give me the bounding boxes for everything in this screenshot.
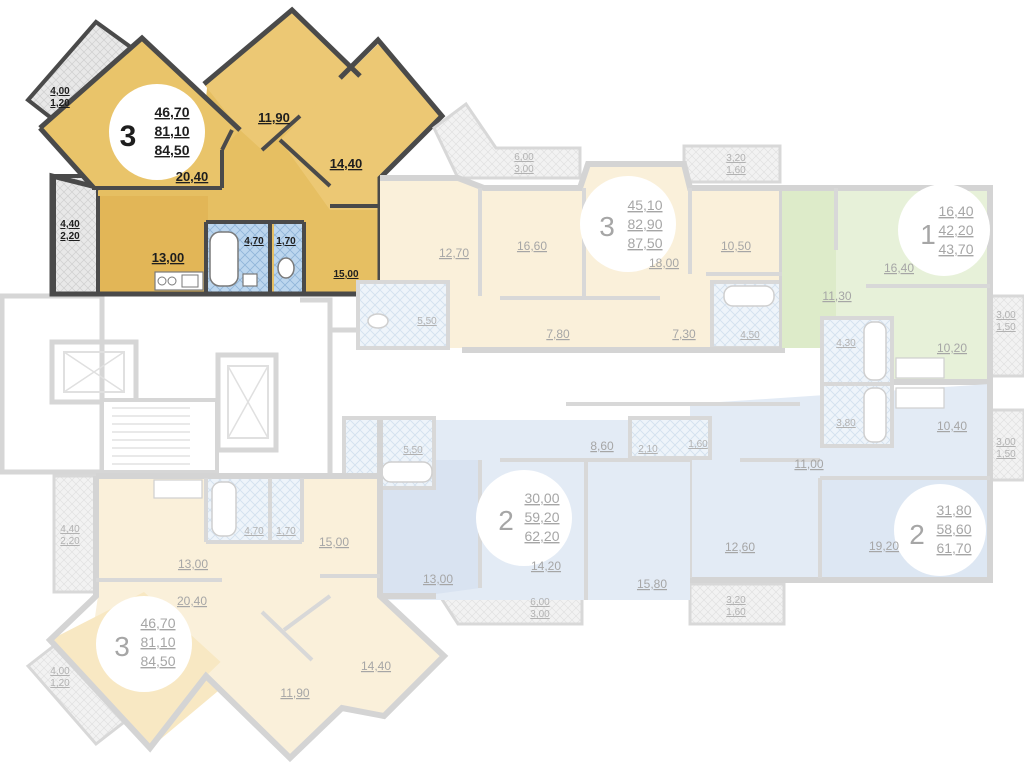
room-area: 15,00 [319, 535, 349, 549]
room-area: 10,50 [721, 239, 751, 253]
room-area: 4,70 [244, 526, 264, 537]
total-area-with-balcony: 84,50 [140, 653, 175, 669]
total-area-with-balcony: 87,50 [627, 235, 662, 251]
badge-top-center: 3 45,10 82,90 87,50 [580, 176, 676, 272]
total-area: 58,60 [936, 521, 971, 537]
room-count: 3 [599, 211, 615, 242]
room-area: 14,40 [330, 156, 363, 171]
room-area: 15,80 [637, 577, 667, 591]
room-area: 11,30 [822, 289, 851, 303]
balcony-area: 6,00 [530, 597, 550, 608]
badge-top-left: 3 46,70 81,10 84,50 [109, 84, 205, 180]
balcony-area: 4,00 [50, 86, 70, 97]
apartment-bottom-left-3room[interactable] [25, 473, 449, 763]
total-area-with-balcony: 62,20 [524, 528, 559, 544]
balcony [52, 474, 98, 594]
total-area-with-balcony: 61,70 [936, 540, 971, 556]
balcony-area-reduced: 3,00 [530, 609, 550, 620]
room-area: 4,50 [740, 330, 760, 341]
balcony-labels: 4,00 1,20 4,40 2,20 6,00 3,00 3,20 1,60 … [50, 86, 1016, 689]
room-area: 20,40 [177, 594, 207, 608]
room-count: 2 [909, 519, 925, 550]
room-area: 4,30 [836, 338, 856, 349]
balcony-area-reduced: 1,60 [726, 165, 746, 176]
total-area: 82,90 [627, 216, 662, 232]
room-area: 4,70 [244, 236, 264, 247]
room-area: 16,40 [884, 261, 914, 275]
balcony-area: 3,00 [996, 437, 1016, 448]
balcony-area: 3,00 [996, 310, 1016, 321]
badge-right: 1 16,40 42,20 43,70 [898, 184, 990, 276]
badge-bottom-right: 2 31,80 58,60 61,70 [894, 484, 986, 576]
living-area: 16,40 [938, 203, 973, 219]
room-area: 1,70 [276, 526, 296, 537]
balcony-area: 4,00 [50, 666, 70, 677]
balcony-area-reduced: 2,20 [60, 536, 80, 547]
room-area: 19,20 [869, 539, 899, 553]
building-core [0, 293, 395, 483]
balcony-area-reduced: 2,20 [60, 231, 80, 242]
badge-bottom-left: 3 46,70 81,10 84,50 [96, 596, 192, 692]
room-area: 10,20 [937, 341, 967, 355]
total-area-with-balcony: 84,50 [154, 142, 189, 158]
room-area: 12,60 [725, 540, 755, 554]
living-area: 46,70 [154, 104, 189, 120]
room-area: 8,60 [590, 439, 614, 453]
room-area: 5,50 [403, 445, 423, 456]
living-area: 30,00 [524, 490, 559, 506]
room-count: 3 [114, 631, 130, 662]
total-area: 42,20 [938, 222, 973, 238]
room-area: 13,00 [178, 557, 208, 571]
balcony-area-reduced: 3,00 [514, 164, 534, 175]
living-area: 31,80 [936, 502, 971, 518]
room-area: 20,40 [176, 169, 209, 184]
room-area: 1,70 [276, 236, 296, 247]
room-area: 18,00 [649, 256, 679, 270]
balcony-area: 4,40 [60, 524, 80, 535]
room-labels: 20,40 11,90 14,40 13,00 4,70 1,70 15,00 … [152, 110, 968, 700]
room-area: 7,80 [546, 327, 570, 341]
room-area: 1,60 [688, 439, 708, 450]
room-area: 13,00 [423, 572, 453, 586]
balcony-area: 6,00 [514, 152, 534, 163]
balcony-area-reduced: 1,20 [50, 678, 70, 689]
room-area: 11,00 [794, 457, 823, 471]
room-area: 14,20 [531, 559, 561, 573]
room-area: 12,70 [439, 246, 469, 260]
room-area: 11,90 [258, 110, 290, 125]
room-area: 3,80 [836, 418, 856, 429]
total-area: 81,10 [140, 634, 175, 650]
apartment-top-center[interactable] [356, 101, 785, 353]
total-area: 81,10 [154, 123, 189, 139]
balcony [432, 101, 582, 180]
living-area: 46,70 [140, 615, 175, 631]
balcony-area: 3,20 [726, 153, 746, 164]
room-area: 2,10 [638, 444, 658, 455]
balcony-area-reduced: 1,60 [726, 607, 746, 618]
balcony [688, 582, 786, 626]
apartment-top-left-highlighted[interactable] [25, 6, 446, 297]
total-area: 59,20 [524, 509, 559, 525]
room-count: 2 [498, 505, 514, 536]
living-area: 45,10 [627, 197, 662, 213]
balcony-area-reduced: 1,50 [996, 449, 1016, 460]
room-area: 7,30 [672, 327, 696, 341]
room-count: 1 [920, 219, 936, 250]
balcony-area: 3,20 [726, 595, 746, 606]
room-area: 11,90 [280, 686, 309, 700]
room-area: 13,00 [152, 250, 185, 265]
balcony [682, 144, 782, 184]
room-area: 10,40 [937, 419, 967, 433]
room-area: 5,50 [417, 316, 437, 327]
room-count: 3 [120, 120, 137, 153]
badge-bottom-center: 2 30,00 59,20 62,20 [476, 470, 572, 566]
room-area: 15,00 [333, 269, 358, 280]
room-area: 14,40 [361, 659, 391, 673]
room-area: 16,60 [517, 239, 547, 253]
balcony-area: 4,40 [60, 219, 80, 230]
balcony-area-reduced: 1,50 [996, 322, 1016, 333]
total-area-with-balcony: 43,70 [938, 241, 973, 257]
balcony-area-reduced: 1,20 [50, 98, 70, 109]
